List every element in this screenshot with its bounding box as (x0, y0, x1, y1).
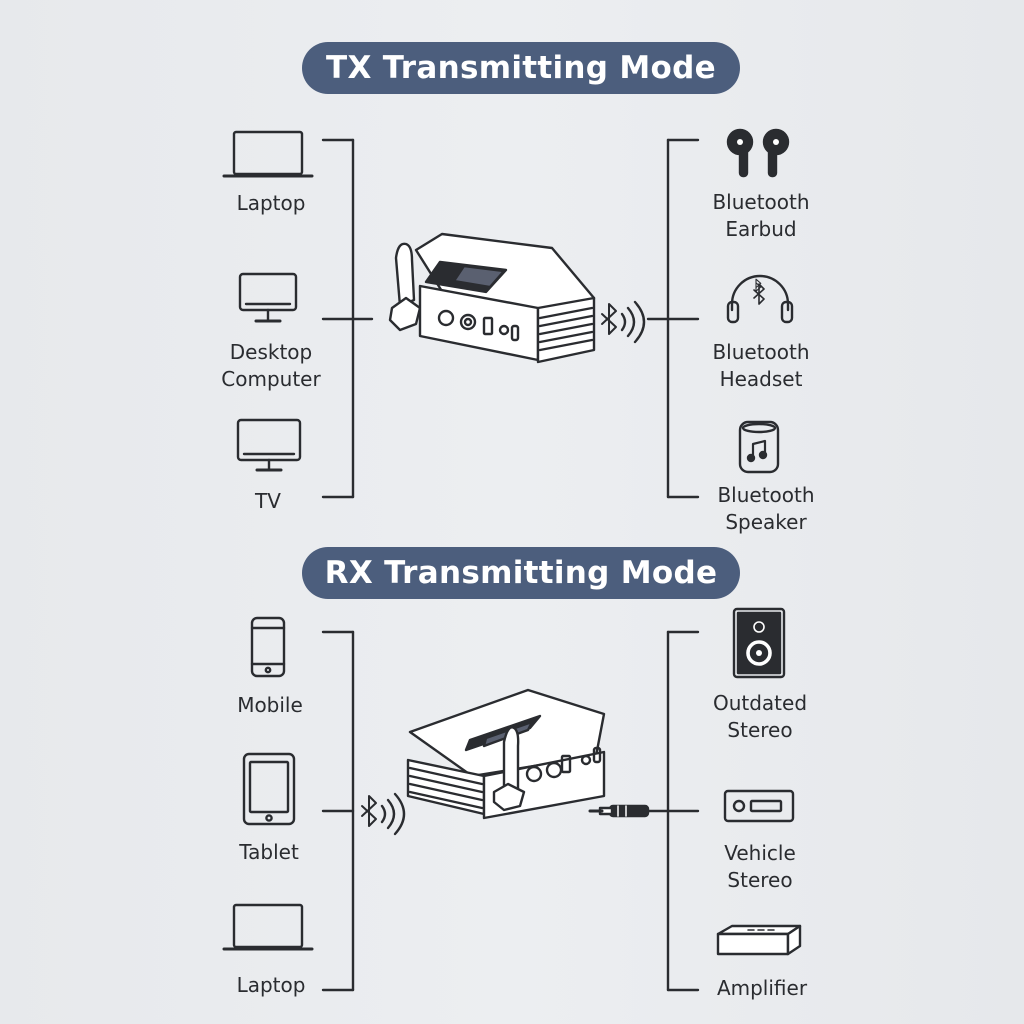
tx-right-bracket (646, 138, 700, 499)
rx-receiver-label-outdated-stereo: Outdated Stereo (712, 691, 808, 742)
tv-icon (236, 418, 302, 472)
tx-mode-title: TX Transmitting Mode (302, 42, 740, 94)
tx-source-label-desktop: Desktop Computer (221, 340, 321, 391)
tx-left-bracket (321, 138, 374, 499)
tx-receiver-label-headset: Bluetooth Headset (712, 340, 810, 391)
rx-receiver-label-vehicle-stereo: Vehicle Stereo (724, 841, 796, 892)
tx-receiver-label-earbud: Bluetooth Earbud (712, 190, 810, 241)
stereo-speaker-icon (732, 607, 786, 679)
laptop-icon (222, 130, 314, 178)
rx-source-label-mobile: Mobile (237, 693, 303, 717)
bluetooth-small-icon (753, 283, 765, 305)
headset-icon (726, 274, 794, 324)
rx-bluetooth-wave-icon (361, 792, 406, 836)
rx-source-label-laptop: Laptop (236, 973, 306, 997)
earbuds-icon (726, 128, 790, 178)
rx-receiver-label-amplifier: Amplifier (716, 976, 808, 1000)
tx-transmitter-device-icon (388, 232, 596, 364)
rx-left-bracket (321, 630, 355, 992)
rx-source-label-tablet: Tablet (239, 840, 299, 864)
tx-source-label-laptop: Laptop (236, 191, 306, 215)
desktop-monitor-icon (238, 272, 298, 323)
amplifier-icon (716, 924, 802, 956)
tx-receiver-label-speaker: Bluetooth Speaker (717, 483, 815, 534)
speaker-icon (738, 420, 780, 474)
laptop-icon-rx (222, 903, 314, 951)
mobile-phone-icon (250, 616, 286, 678)
tablet-icon (242, 752, 296, 826)
audio-jack-cable-icon (588, 804, 650, 818)
rx-receiver-device-icon (406, 688, 606, 820)
tx-source-label-tv: TV (255, 489, 281, 513)
rx-mode-title: RX Transmitting Mode (302, 547, 740, 599)
rx-right-bracket (646, 630, 700, 992)
car-stereo-icon (723, 789, 795, 823)
tx-bluetooth-wave-icon (601, 300, 646, 344)
